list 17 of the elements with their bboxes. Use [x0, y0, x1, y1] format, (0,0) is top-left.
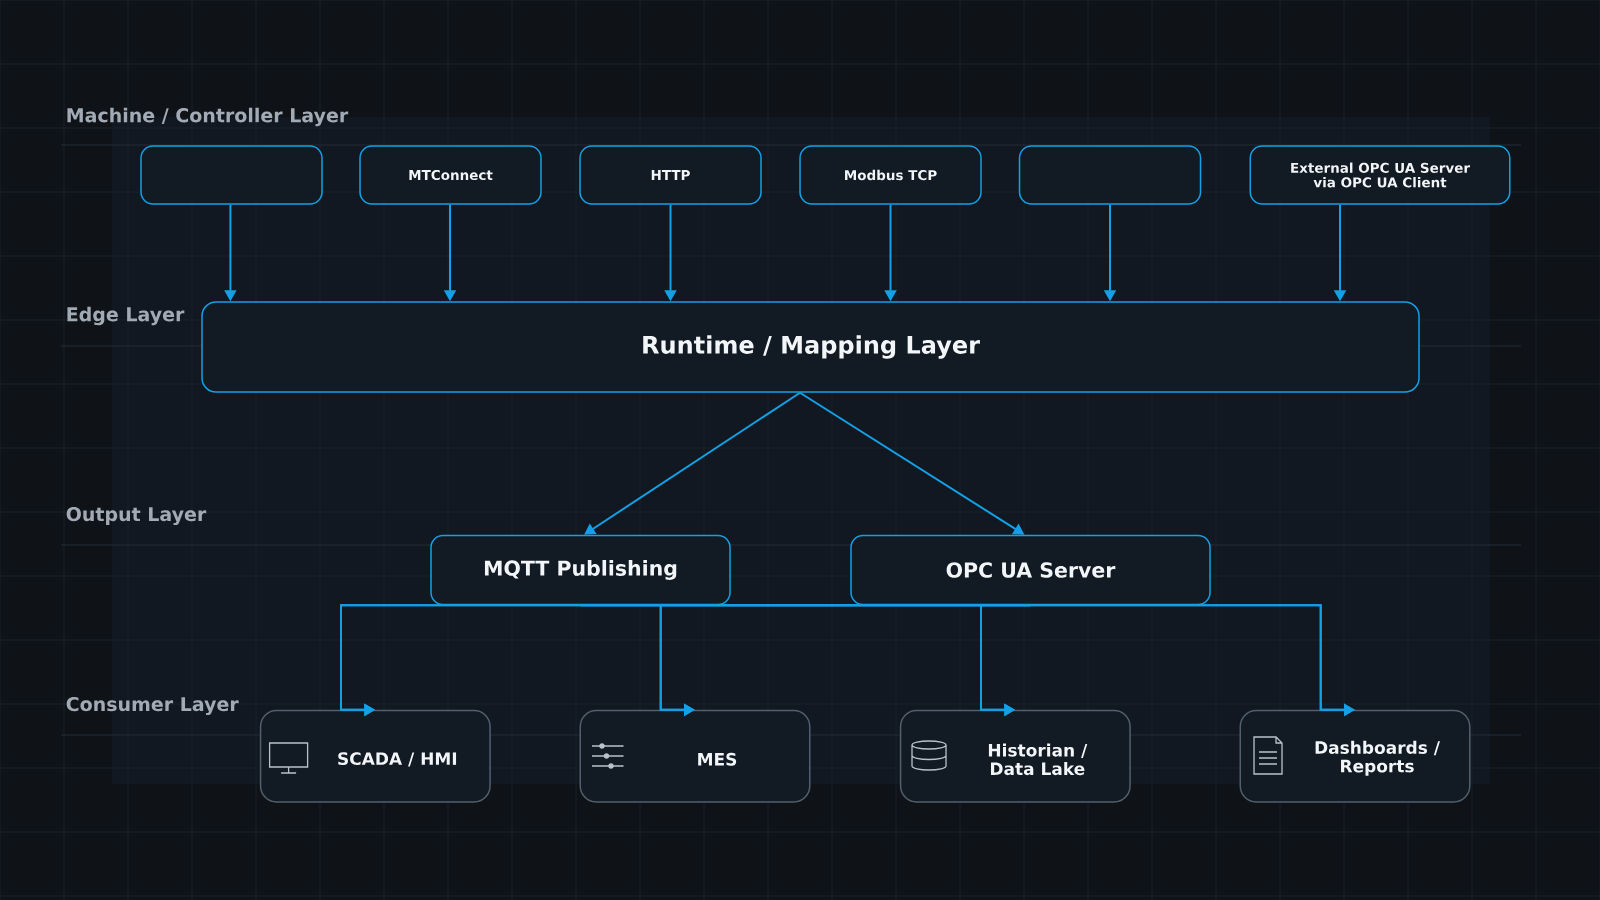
arrow [584, 391, 801, 535]
consumer-box: MES [579, 709, 811, 803]
consumer-box: SCADA / HMI [259, 709, 491, 803]
output-box: MQTT Publishing [430, 534, 731, 606]
protocol-box: MTConnect [359, 145, 542, 205]
protocol-box: HTTP [579, 145, 762, 205]
layer-label: Machine / Controller Layer [67, 107, 349, 127]
output-box: OPC UA Server [850, 534, 1211, 606]
protocol-box [1018, 145, 1202, 205]
consumer-box: Dashboards / Reports [1239, 709, 1471, 803]
protocol-box: External OPC UA Server via OPC UA Client [1249, 145, 1511, 205]
protocol-box: Modbus TCP [799, 145, 982, 205]
runtime-box: Runtime / Mapping Layer [201, 301, 1420, 393]
layer-label: Consumer Layer [66, 696, 239, 716]
protocol-box [140, 145, 323, 205]
layer-label: Output Layer [66, 506, 207, 526]
consumer-box: Historian / Data Lake [899, 709, 1131, 803]
